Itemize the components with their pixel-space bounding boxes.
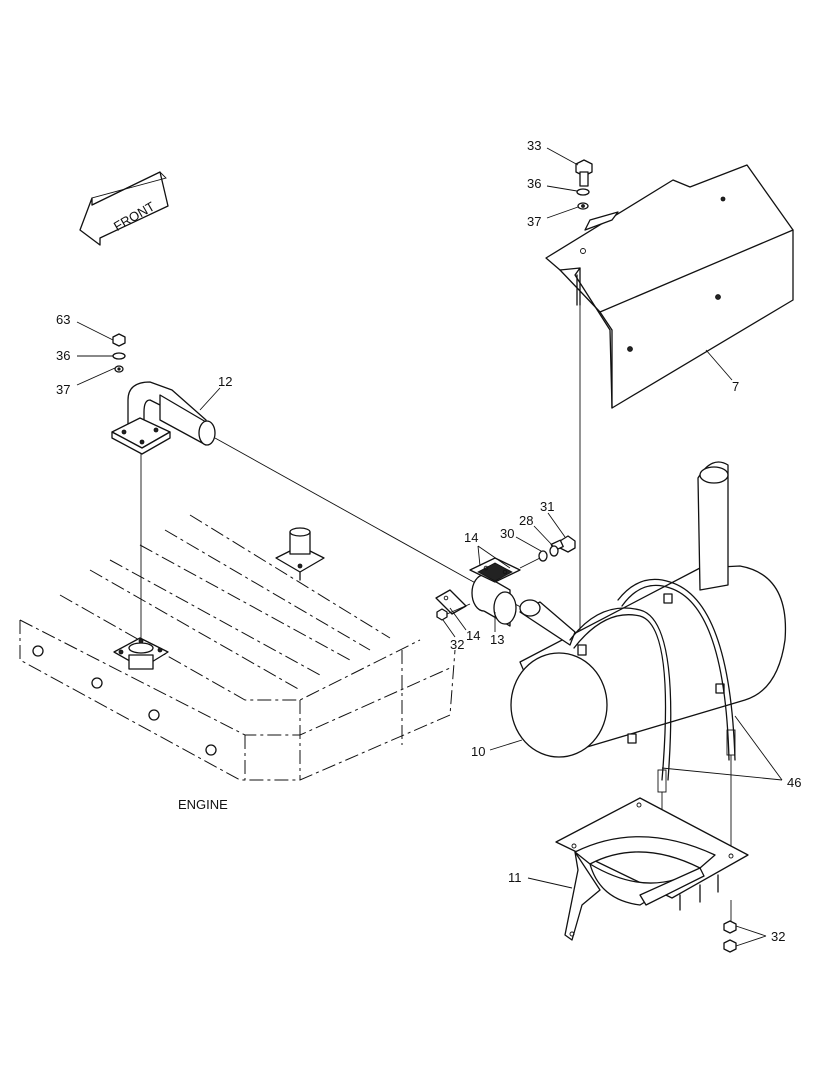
washer-30 (538, 550, 548, 562)
callout-12: 12 (218, 374, 232, 389)
nut-32-mid (436, 608, 448, 621)
callout-33: 33 (527, 138, 541, 153)
clamp-13 (471, 574, 517, 627)
nut-63 (112, 333, 126, 347)
muffler-10 (510, 461, 787, 758)
callout-32-mid: 32 (450, 637, 464, 652)
clamp-bracket-14-top (469, 557, 521, 583)
callout-37-left: 37 (56, 382, 70, 397)
exhaust-elbow-pipe (111, 381, 216, 455)
callout-leaders (76, 147, 783, 947)
callout-32-bottom: 32 (771, 929, 785, 944)
washer-36-top (576, 188, 590, 196)
nut-32-bottom-b (723, 939, 737, 953)
callout-31: 31 (540, 499, 554, 514)
engine-exhaust-outlet (275, 527, 325, 581)
u-bolts-46 (569, 578, 736, 793)
washer-28 (549, 545, 559, 557)
callout-13: 13 (490, 632, 504, 647)
callout-36-left: 36 (56, 348, 70, 363)
nut-32-bottom-a (723, 920, 737, 934)
callout-11: 11 (508, 870, 522, 885)
callout-28: 28 (519, 513, 533, 528)
heat-shield (545, 164, 794, 409)
callout-46: 46 (787, 775, 801, 790)
callout-63: 63 (56, 312, 70, 327)
callout-36-top: 36 (527, 176, 541, 191)
callout-7: 7 (732, 379, 739, 394)
front-arrow-icon: FRONT (79, 171, 169, 246)
callout-37-top: 37 (527, 214, 541, 229)
callout-10: 10 (471, 744, 485, 759)
engine-outline: ENGINE (19, 514, 456, 812)
callout-14-top: 14 (464, 530, 478, 545)
washer-36-left (112, 352, 126, 360)
engine-manifold-flange (113, 637, 169, 670)
engine-label: ENGINE (178, 797, 228, 812)
callout-30: 30 (500, 526, 514, 541)
callout-14-bottom: 14 (466, 628, 480, 643)
bolt-33 (575, 159, 593, 187)
muffler-bracket-11 (555, 797, 749, 941)
